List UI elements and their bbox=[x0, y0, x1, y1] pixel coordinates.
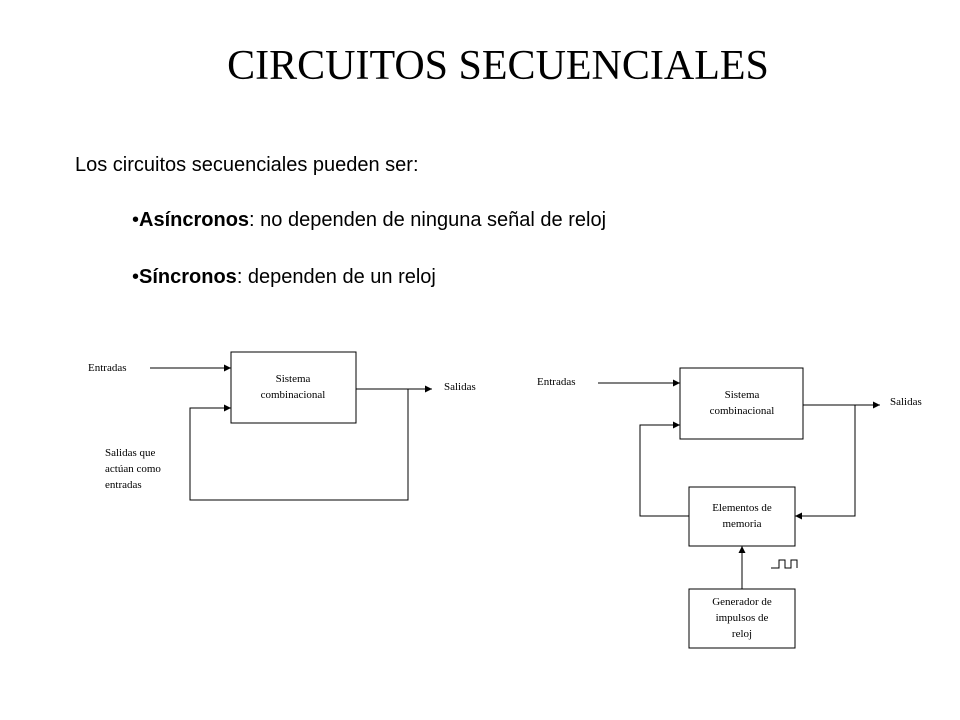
block-label: combinacional bbox=[710, 405, 775, 417]
bullet-description: : no dependen de ninguna señal de reloj bbox=[249, 209, 607, 231]
clock-label: impulsos de bbox=[716, 612, 769, 624]
memory-input-line bbox=[795, 405, 856, 520]
intro-text: Los circuitos secuenciales pueden ser: bbox=[75, 154, 419, 176]
feedback-label: entradas bbox=[105, 479, 142, 491]
input-label: Entradas bbox=[537, 376, 575, 388]
memory-block bbox=[688, 486, 796, 547]
block-label: Sistema bbox=[276, 373, 311, 385]
bullet-description: : dependen de un reloj bbox=[236, 266, 436, 288]
bullet-marker: • bbox=[132, 209, 140, 231]
clock-label: Generador de bbox=[712, 596, 772, 608]
feedback-label: actúan como bbox=[105, 463, 161, 475]
output-label: Salidas bbox=[890, 396, 922, 408]
feedback-line bbox=[189, 389, 409, 501]
bullet-term: Síncronos bbox=[139, 266, 237, 288]
slide-title: CIRCUITOS SECUENCIALES bbox=[227, 43, 769, 89]
sync-diagram: Sistema combinacional Entradas Salidas E… bbox=[537, 367, 922, 649]
block-label: Sistema bbox=[725, 389, 760, 401]
combinational-block bbox=[230, 351, 357, 424]
bullet-marker: • bbox=[132, 266, 140, 288]
feedback-label: Salidas que bbox=[105, 447, 156, 459]
feedback-line bbox=[639, 421, 689, 517]
async-diagram: Sistema combinacional Entradas Salidas S… bbox=[88, 351, 476, 501]
memory-label: Elementos de bbox=[712, 502, 772, 514]
output-label: Salidas bbox=[444, 381, 476, 393]
bullet-sincronos: •Síncronos: dependen de un reloj bbox=[132, 266, 436, 289]
bullet-term: Asíncronos bbox=[139, 209, 250, 231]
block-label: combinacional bbox=[261, 389, 326, 401]
bullet-asincronos: •Asíncronos: no dependen de ninguna seña… bbox=[132, 209, 606, 232]
combinational-block bbox=[679, 367, 804, 440]
input-label: Entradas bbox=[88, 362, 126, 374]
clock-pulse-icon bbox=[771, 559, 798, 569]
memory-label: memoria bbox=[722, 518, 761, 530]
clock-label: reloj bbox=[732, 628, 752, 640]
